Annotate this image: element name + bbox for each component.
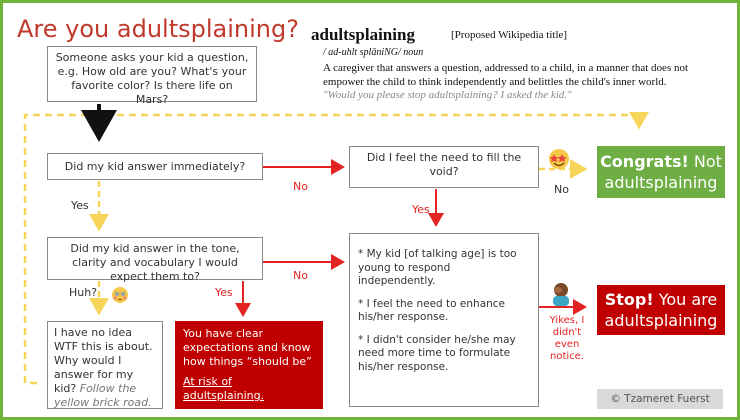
q3-yes-label: Yes [215,286,233,299]
person-facepalm-icon [553,283,569,306]
definition-pronunciation: / ad-uhlt splāniNG/ noun [323,47,424,58]
definition-text: A caregiver that answers a question, add… [323,62,689,88]
huh-label: Huh? [69,286,98,299]
reason-item: * I feel the need to enhance his/her res… [358,297,506,324]
idea-italic: Follow the yellow brick road. [54,382,152,409]
reasons-box: * My kid [of talking age] is too young t… [349,233,539,407]
connector-layer [23,104,649,385]
risk-link: At risk of adultsplaining. [183,375,265,402]
reason-item: * My kid [of talking age] is too young t… [358,248,517,287]
congrats-rest: Not adultsplaining [604,152,722,192]
congrats-box: Congrats! Not adultsplaining [597,146,725,198]
flushed-emoji-icon [112,287,128,303]
idea-box: I have no idea WTF this is about. Why wo… [47,321,163,409]
q1-yes-label: Yes [71,199,89,212]
reason-item: * I didn't consider he/she may need more… [358,333,516,373]
question-fill-void: Did I feel the need to fill the void? [349,146,539,188]
stop-box: Stop! You are adultsplaining [597,285,725,335]
loop-connector [23,112,649,385]
congrats-strong: Congrats! [600,152,689,171]
stop-strong: Stop! [604,290,654,309]
question-answer-immediately: Did my kid answer immediately? [47,153,263,180]
definition-word: adultsplaining [311,25,415,44]
risk-text: You have clear expectations and know how… [183,327,312,368]
star-struck-emoji-icon [549,149,569,169]
definition-quote: "Would you please stop adultsplaining? I… [323,89,572,101]
q2-yes-label: Yes [412,203,430,216]
idea-text: I have no idea WTF this is about. Why wo… [54,326,153,395]
definition-proposed: [Proposed Wikipedia title] [451,29,568,41]
page-title: Are you adultsplaining? [17,15,299,43]
stop-rest: You are adultsplaining [604,290,718,330]
q1-no-label: No [293,180,308,193]
yikes-note: Yikes, I didn't even notice. [549,315,585,362]
q3-no-label: No [293,269,308,282]
risk-box: You have clear expectations and know how… [175,321,323,409]
start-box: Someone asks your kid a question, e.g. H… [47,46,257,106]
credit-label: © Tzameret Fuerst [597,389,723,409]
q2-no-label: No [554,183,569,196]
question-tone-clarity: Did my kid answer in the tone, clarity a… [47,237,263,283]
